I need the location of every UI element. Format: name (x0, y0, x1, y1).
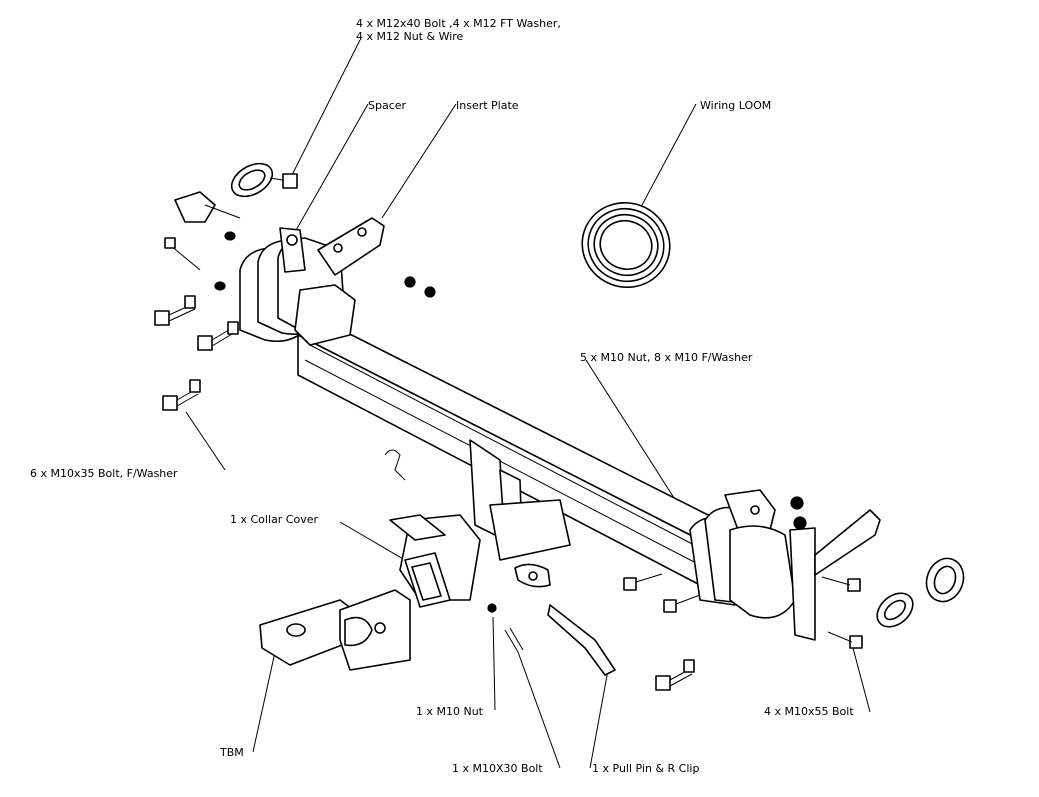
label-nut-m12: 4 x M12 Nut & Wire (356, 30, 464, 43)
wiring-loom (581, 201, 671, 289)
leader-insert-plate (381, 103, 457, 219)
leader-tbm (252, 651, 276, 753)
label-tbm: TBM (220, 746, 244, 759)
label-pull-pin: 1 x Pull Pin & R Clip (592, 762, 700, 775)
left-bolts (154, 295, 239, 411)
hitch-receiver (389, 439, 571, 601)
leader-bolt-m10x35 (185, 411, 226, 471)
tow-ball-mount (259, 589, 411, 671)
leader-nut-m10 (492, 616, 496, 711)
label-spacer: Spacer (368, 99, 407, 112)
label-bolt-m10x55: 4 x M10x55 Bolt (764, 705, 854, 718)
label-wiring-loom: Wiring LOOM (700, 99, 772, 112)
label-insert-plate: Insert Plate (456, 99, 519, 112)
leader-spacer (294, 103, 369, 233)
leader-bolt-m12 (291, 39, 361, 176)
right-bracket (689, 489, 881, 641)
label-collar-cover: 1 x Collar Cover (230, 513, 318, 526)
hitch-small-hardware (384, 449, 616, 676)
label-bolt-m10x30: 1 x M10X30 Bolt (452, 762, 543, 775)
leader-pull-pin (589, 669, 609, 769)
collar-cover (404, 552, 451, 608)
label-bolt-m12: 4 x M12x40 Bolt ,4 x M12 FT Washer, (356, 17, 561, 30)
leader-nut-m10-washer (585, 359, 684, 513)
leader-wiring-loom (641, 103, 697, 206)
label-nut-m10: 1 x M10 Nut (416, 705, 483, 718)
leader-collar-cover (339, 521, 411, 564)
label-bolt-m10x35: 6 x M10x35 Bolt, F/Washer (30, 467, 178, 480)
label-nut-m10-washer: 5 x M10 Nut, 8 x M10 F/Washer (580, 351, 753, 364)
insert-plate (317, 217, 385, 276)
leader-lines (185, 39, 871, 769)
leader-bolt-m10x30 (517, 651, 561, 769)
right-hardware (623, 496, 965, 691)
top-left-hardware (164, 162, 436, 298)
leader-bolt-m10x55 (852, 647, 871, 713)
